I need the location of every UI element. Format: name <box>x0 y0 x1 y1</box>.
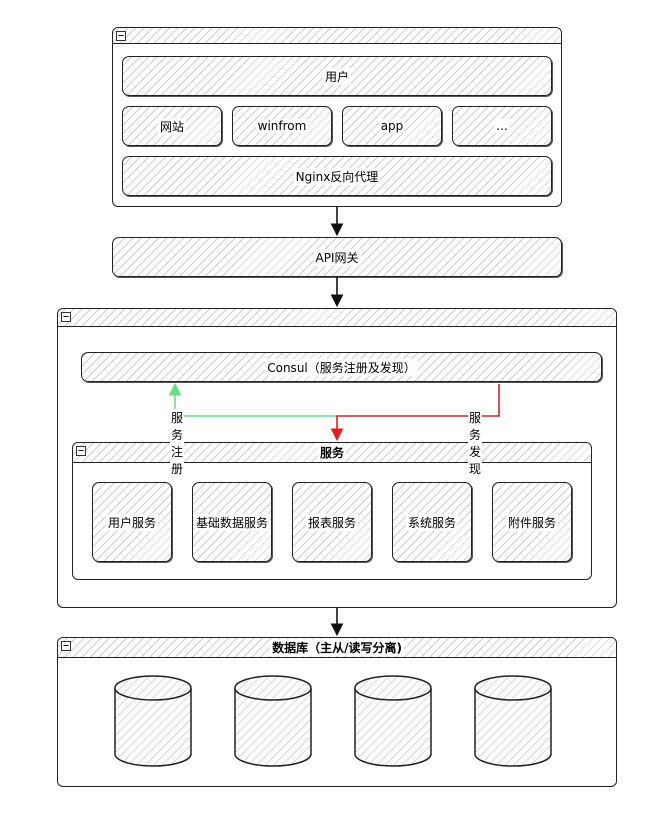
service-box-user[interactable]: 用户服务 <box>92 482 172 562</box>
service-label: 基础数据服务 <box>193 513 270 531</box>
collapse-icon[interactable]: − <box>61 641 71 651</box>
client-box-more[interactable]: ... <box>452 106 552 146</box>
service-layer-titlebar: − <box>58 309 616 327</box>
database-layer-title: 数据库（主从/读写分离) <box>270 639 404 656</box>
service-register-label: 服务注册 <box>170 409 185 477</box>
user-box[interactable]: 用户 <box>122 56 552 96</box>
collapse-icon[interactable]: − <box>61 312 71 322</box>
proxy-label: Nginx反向代理 <box>293 167 381 185</box>
service-box-report[interactable]: 报表服务 <box>292 482 372 562</box>
gateway-label: API网关 <box>313 248 361 266</box>
client-box-app[interactable]: app <box>342 106 442 146</box>
database-layer-titlebar: − 数据库（主从/读写分离) <box>58 638 616 658</box>
service-label: 用户服务 <box>105 513 158 531</box>
services-title: 服务 <box>317 444 346 461</box>
client-label: 网站 <box>157 117 186 135</box>
client-label: ... <box>494 119 510 133</box>
services-titlebar: − 服务 <box>73 443 591 463</box>
client-label: winfrom <box>255 119 309 133</box>
client-layer-titlebar: − <box>113 28 561 44</box>
service-box-basedata[interactable]: 基础数据服务 <box>192 482 272 562</box>
user-label: 用户 <box>322 67 351 85</box>
consul-box[interactable]: Consul（服务注册及发现） <box>81 352 602 382</box>
service-label: 附件服务 <box>505 513 558 531</box>
service-box-attachment[interactable]: 附件服务 <box>492 482 572 562</box>
service-box-system[interactable]: 系统服务 <box>392 482 472 562</box>
service-label: 报表服务 <box>305 513 358 531</box>
database-layer-container: − 数据库（主从/读写分离) <box>57 637 617 787</box>
collapse-icon[interactable]: − <box>116 31 126 41</box>
client-label: app <box>378 119 406 133</box>
client-box-winfrom[interactable]: winfrom <box>232 106 332 146</box>
service-discover-label: 服务发现 <box>468 409 483 477</box>
collapse-icon[interactable]: − <box>76 446 86 456</box>
client-box-website[interactable]: 网站 <box>122 106 222 146</box>
nginx-proxy-box[interactable]: Nginx反向代理 <box>122 156 552 196</box>
consul-label: Consul（服务注册及发现） <box>265 358 418 376</box>
service-label: 系统服务 <box>405 513 458 531</box>
api-gateway-box[interactable]: API网关 <box>112 237 562 277</box>
